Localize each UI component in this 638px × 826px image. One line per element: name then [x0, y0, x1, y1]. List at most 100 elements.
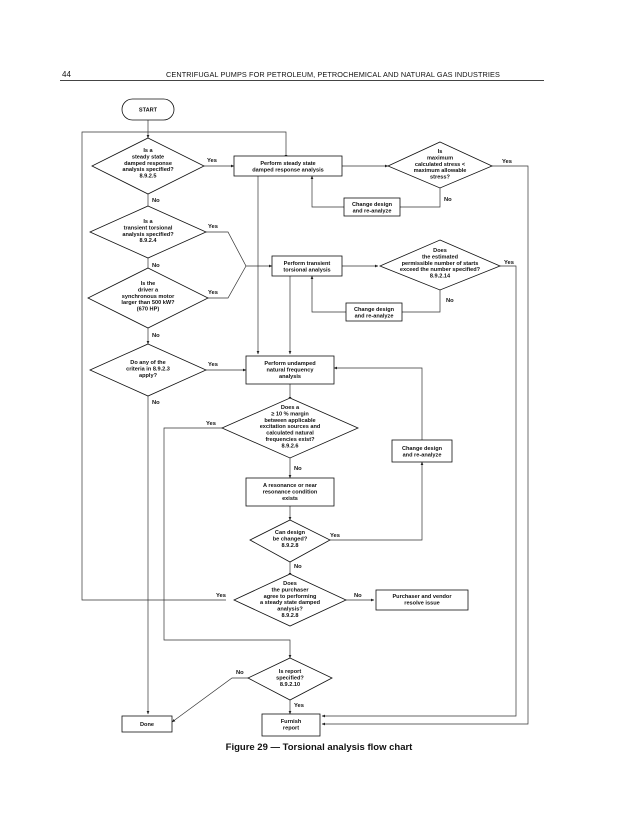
decision-design: [249, 519, 331, 563]
connector-transient-yes: [206, 231, 273, 268]
figure-caption: Figure 29 — Torsional analysis flow char…: [225, 742, 413, 753]
connector-starts-no: [402, 290, 441, 313]
process-undamped: [245, 355, 335, 385]
design-no-label: No: [294, 564, 302, 570]
text-line: resolve issue: [404, 600, 439, 606]
text-line: transient torsional: [124, 225, 173, 231]
start-terminal: [121, 98, 175, 121]
purchaser-no-label: No: [354, 593, 362, 599]
connectors: [81, 120, 529, 726]
process-change-design-1: [343, 197, 401, 217]
process-change-design-2: [345, 302, 403, 322]
text-line: the purchaser: [272, 587, 310, 593]
text-line: specified?: [276, 675, 304, 681]
process-resolve: [375, 589, 469, 611]
connector-starts-yes: [321, 265, 517, 718]
branch-labels: Yes No Yes No Yes No Yes No Yes No Yes N…: [152, 158, 514, 709]
header-rule: [60, 80, 544, 81]
text-line: Can design: [275, 530, 306, 536]
page-number: 44: [62, 70, 71, 79]
text-line: maximum: [427, 155, 453, 161]
text-line: larger than 500 kW?: [121, 300, 175, 306]
text-line: be changed?: [273, 536, 308, 542]
text-line: agree to performing: [264, 594, 317, 600]
text-line: exists: [282, 496, 298, 502]
text-line: Change design: [354, 307, 395, 313]
text-line: analysis?: [277, 607, 303, 613]
purchaser-yes-label: Yes: [216, 593, 226, 599]
decision-stress: [387, 141, 493, 189]
decision-steady-state: [91, 137, 205, 195]
text-line: Do any of the: [130, 360, 165, 366]
decision-criteria: [89, 343, 207, 397]
process-transient: [271, 255, 343, 277]
decision-starts: [378, 239, 502, 291]
steady-yes-label: Yes: [207, 158, 217, 164]
text-line: apply?: [139, 373, 158, 379]
text-line: torsional analysis: [283, 267, 330, 273]
text-line: damped response: [124, 161, 172, 167]
text-line: 8.9.2.8: [281, 543, 298, 549]
text-line: Does: [433, 248, 447, 254]
margin-yes-label: Yes: [206, 421, 216, 427]
text-line: maximum allowable: [414, 168, 467, 174]
text-line: analysis specified?: [122, 232, 174, 238]
margin-no-label: No: [294, 466, 302, 472]
report-yes-label: Yes: [294, 703, 304, 709]
connector-stress-yes: [321, 165, 529, 726]
text-line: the estimated: [422, 254, 459, 260]
process-change-design-3: [391, 439, 453, 463]
text-line: analysis specified?: [122, 167, 174, 173]
connector-report-no: [171, 677, 248, 723]
stress-yes-label: Yes: [502, 159, 512, 165]
text-line: Does: [283, 581, 297, 587]
text-line: exceed the number specified?: [400, 267, 481, 273]
decision-margin: [221, 397, 359, 459]
decision-driver: [87, 267, 209, 329]
text-line: analysis: [279, 374, 301, 380]
text-line: driver a: [138, 287, 159, 293]
text-line: Is report: [279, 669, 302, 675]
text-line: synchronous motor: [122, 294, 175, 300]
transient-yes-label: Yes: [208, 224, 218, 230]
text-line: and re-analyze: [353, 208, 392, 214]
connector-left-loop: [81, 131, 288, 601]
text-line: and re-analyze: [403, 452, 442, 458]
text-line: between applicable: [264, 418, 315, 424]
text-line: criteria in 8.9.2.3: [126, 366, 170, 372]
text-line: Perform transient: [284, 261, 331, 267]
text-line: excitation sources and: [260, 424, 321, 430]
start-label: START: [139, 108, 158, 114]
text-line: calculated natural: [266, 431, 314, 437]
stress-no-label: No: [444, 197, 452, 203]
starts-yes-label: Yes: [504, 260, 514, 266]
text-line: damped response analysis: [252, 167, 324, 173]
process-resonance: [245, 477, 335, 507]
transient-no-label: No: [152, 263, 160, 269]
text-line: permissible number of starts: [402, 261, 479, 267]
connector-change2-ptransient: [310, 275, 346, 313]
criteria-no-label: No: [152, 400, 160, 406]
starts-no-label: No: [446, 298, 454, 304]
design-yes-label: Yes: [330, 533, 340, 539]
text-line: Does a: [281, 405, 300, 411]
text-line: 8.9.2.10: [280, 682, 300, 688]
text-line: stress?: [430, 175, 450, 181]
text-line: Is the: [141, 281, 156, 287]
text-line: 8.9.2.6: [281, 443, 298, 449]
text-line: ≥ 10 % margin: [271, 411, 309, 417]
text-line: (670 HP): [137, 307, 160, 313]
